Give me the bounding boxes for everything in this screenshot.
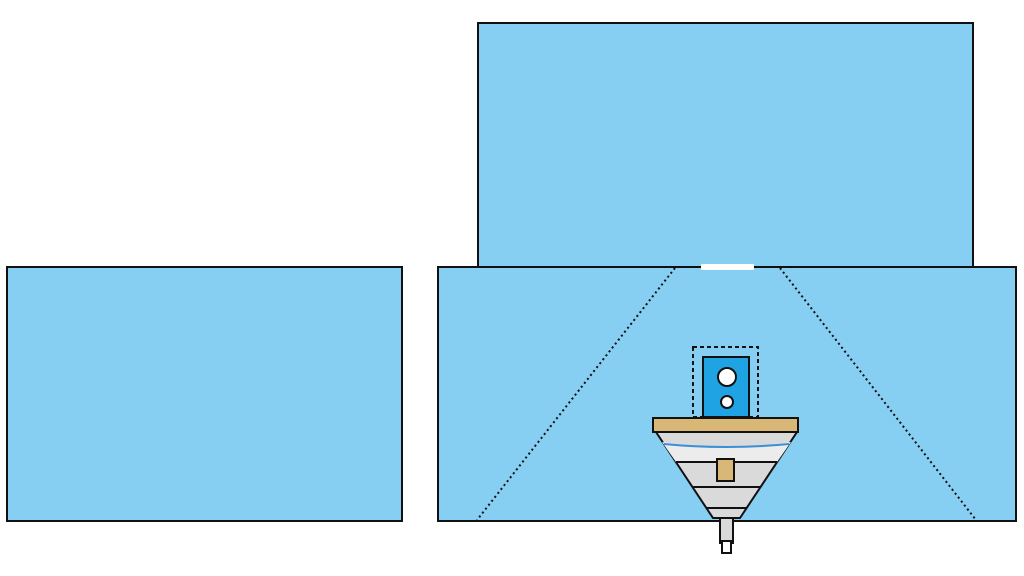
funnel-water-line: [663, 443, 790, 448]
funnel-spout: [719, 517, 734, 544]
funnel-rim-shelf: [652, 417, 799, 433]
projection-guide-right: [779, 267, 977, 521]
opening-slot: [701, 264, 754, 270]
funnel-spout-tip: [721, 540, 732, 554]
top-panel: [477, 22, 974, 268]
device-dashed-frame: [692, 346, 759, 418]
device-hole-small: [720, 395, 734, 409]
device-hole-large: [717, 367, 737, 387]
funnel-label-tab: [716, 458, 735, 482]
projection-guide-left: [476, 267, 676, 521]
speaker-box-icon: [692, 346, 759, 418]
left-panel: [6, 266, 403, 522]
